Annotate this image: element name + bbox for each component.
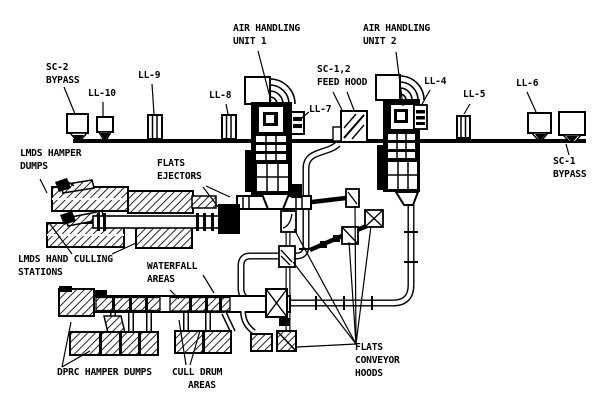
flats-conveyor-hood-bottom [276, 330, 297, 352]
ll5-box [456, 115, 471, 139]
cull-drum-bins [174, 330, 273, 354]
dprc-bins [69, 331, 159, 356]
flats-conveyor-hood-boxes [278, 188, 384, 268]
conveyor-drops [103, 310, 256, 335]
label-ll4: LL-4 [424, 76, 447, 87]
label-ll5: LL-5 [463, 89, 486, 100]
air-handling-unit-2 [375, 74, 428, 206]
ll10-box [96, 116, 114, 140]
sc1-bypass-box [558, 111, 586, 143]
sc12-feed-hood-box [332, 110, 368, 143]
air-handling-unit-1 [244, 76, 305, 210]
label-ll9: LL-9 [138, 70, 161, 81]
label-dprc-hamper-dumps: DPRC HAMPER DUMPS [57, 367, 152, 378]
sc2-bypass-box [66, 113, 89, 142]
label-ll8: LL-8 [209, 90, 232, 101]
ll8-box [221, 114, 237, 140]
leader-lines [39, 50, 570, 368]
waterfall-conveyor [58, 286, 291, 326]
label-ll10: LL-10 [88, 88, 116, 99]
ll6-box [527, 112, 552, 141]
ejector-shaft [92, 204, 240, 234]
label-ll6: LL-6 [516, 78, 539, 89]
label-ll7: LL-7 [309, 104, 332, 115]
ll9-box [147, 114, 163, 140]
lmds-hamper-dump-1 [51, 178, 129, 212]
